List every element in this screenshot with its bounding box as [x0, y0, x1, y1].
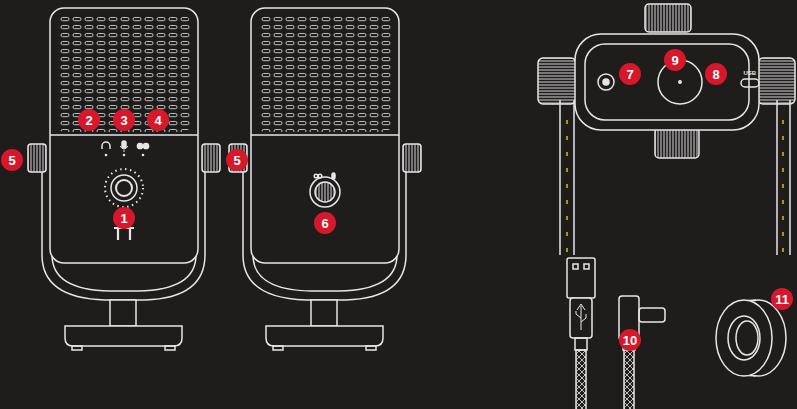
mount-center [679, 81, 681, 83]
side-knob [758, 58, 795, 104]
callout-number: 3 [113, 109, 135, 131]
side-knob [538, 58, 576, 104]
bottom-view [538, 4, 795, 255]
plug-contact [573, 264, 578, 269]
callout-number: 2 [78, 109, 100, 131]
usb-a-plug [567, 258, 595, 298]
headphone-jack [598, 74, 614, 90]
usb-symbol [576, 304, 586, 330]
callout-number: 6 [314, 212, 336, 234]
dial-ticks [105, 169, 143, 207]
callout-number: 10 [619, 329, 641, 351]
callout-number: 11 [771, 288, 793, 310]
dial-knob [116, 180, 132, 196]
mic-icon [122, 141, 126, 148]
bottom-knob [655, 128, 699, 158]
gain-icon [314, 174, 318, 178]
callout-number: 5 [1, 149, 23, 171]
usb-c-port [741, 79, 759, 87]
callout-number: 7 [619, 63, 641, 85]
leg-stripe [782, 120, 784, 255]
back-controls [310, 173, 340, 207]
top-knob [645, 4, 691, 32]
usb-a-housing [570, 298, 592, 338]
brand-logo [114, 228, 134, 240]
strain-relief [575, 338, 587, 350]
port-label: USB [744, 70, 757, 76]
mic-icon-stand [120, 146, 128, 152]
thread-adapter [716, 300, 786, 376]
gain-icon [332, 173, 335, 179]
led-dot [123, 154, 126, 157]
yoke-leg [559, 100, 561, 255]
leg-stripe [566, 120, 568, 255]
callout-number: 8 [705, 63, 727, 85]
braided-cable [624, 350, 634, 409]
usb-cable [567, 258, 665, 409]
led-dot [142, 154, 145, 157]
callout-number: 9 [664, 49, 686, 71]
back-mic [229, 8, 421, 350]
callout-number: 5 [226, 149, 248, 171]
gain-knob [315, 182, 335, 202]
plug-contact [584, 264, 589, 269]
front-mic [28, 8, 220, 350]
callout-number: 4 [147, 109, 169, 131]
usb-c-tip [639, 308, 665, 322]
gain-icon [318, 174, 322, 178]
mic-base [575, 34, 759, 130]
base-inner [585, 44, 749, 120]
yoke-leg [776, 100, 778, 255]
pattern-icon [137, 143, 142, 148]
adapter-hole [736, 321, 758, 355]
dial-ring [111, 175, 137, 201]
gain-ring [310, 177, 340, 207]
braided-cable [576, 350, 586, 409]
jack-hole [603, 79, 609, 85]
yoke-leg [789, 100, 791, 255]
callout-number: 1 [113, 207, 135, 229]
led-dot [105, 154, 108, 157]
front-controls [102, 141, 149, 240]
headphone-icon [102, 142, 110, 149]
adapter-ring [728, 316, 760, 360]
adapter-face [716, 300, 772, 376]
pattern-icon [143, 143, 148, 148]
yoke-leg [573, 100, 575, 255]
